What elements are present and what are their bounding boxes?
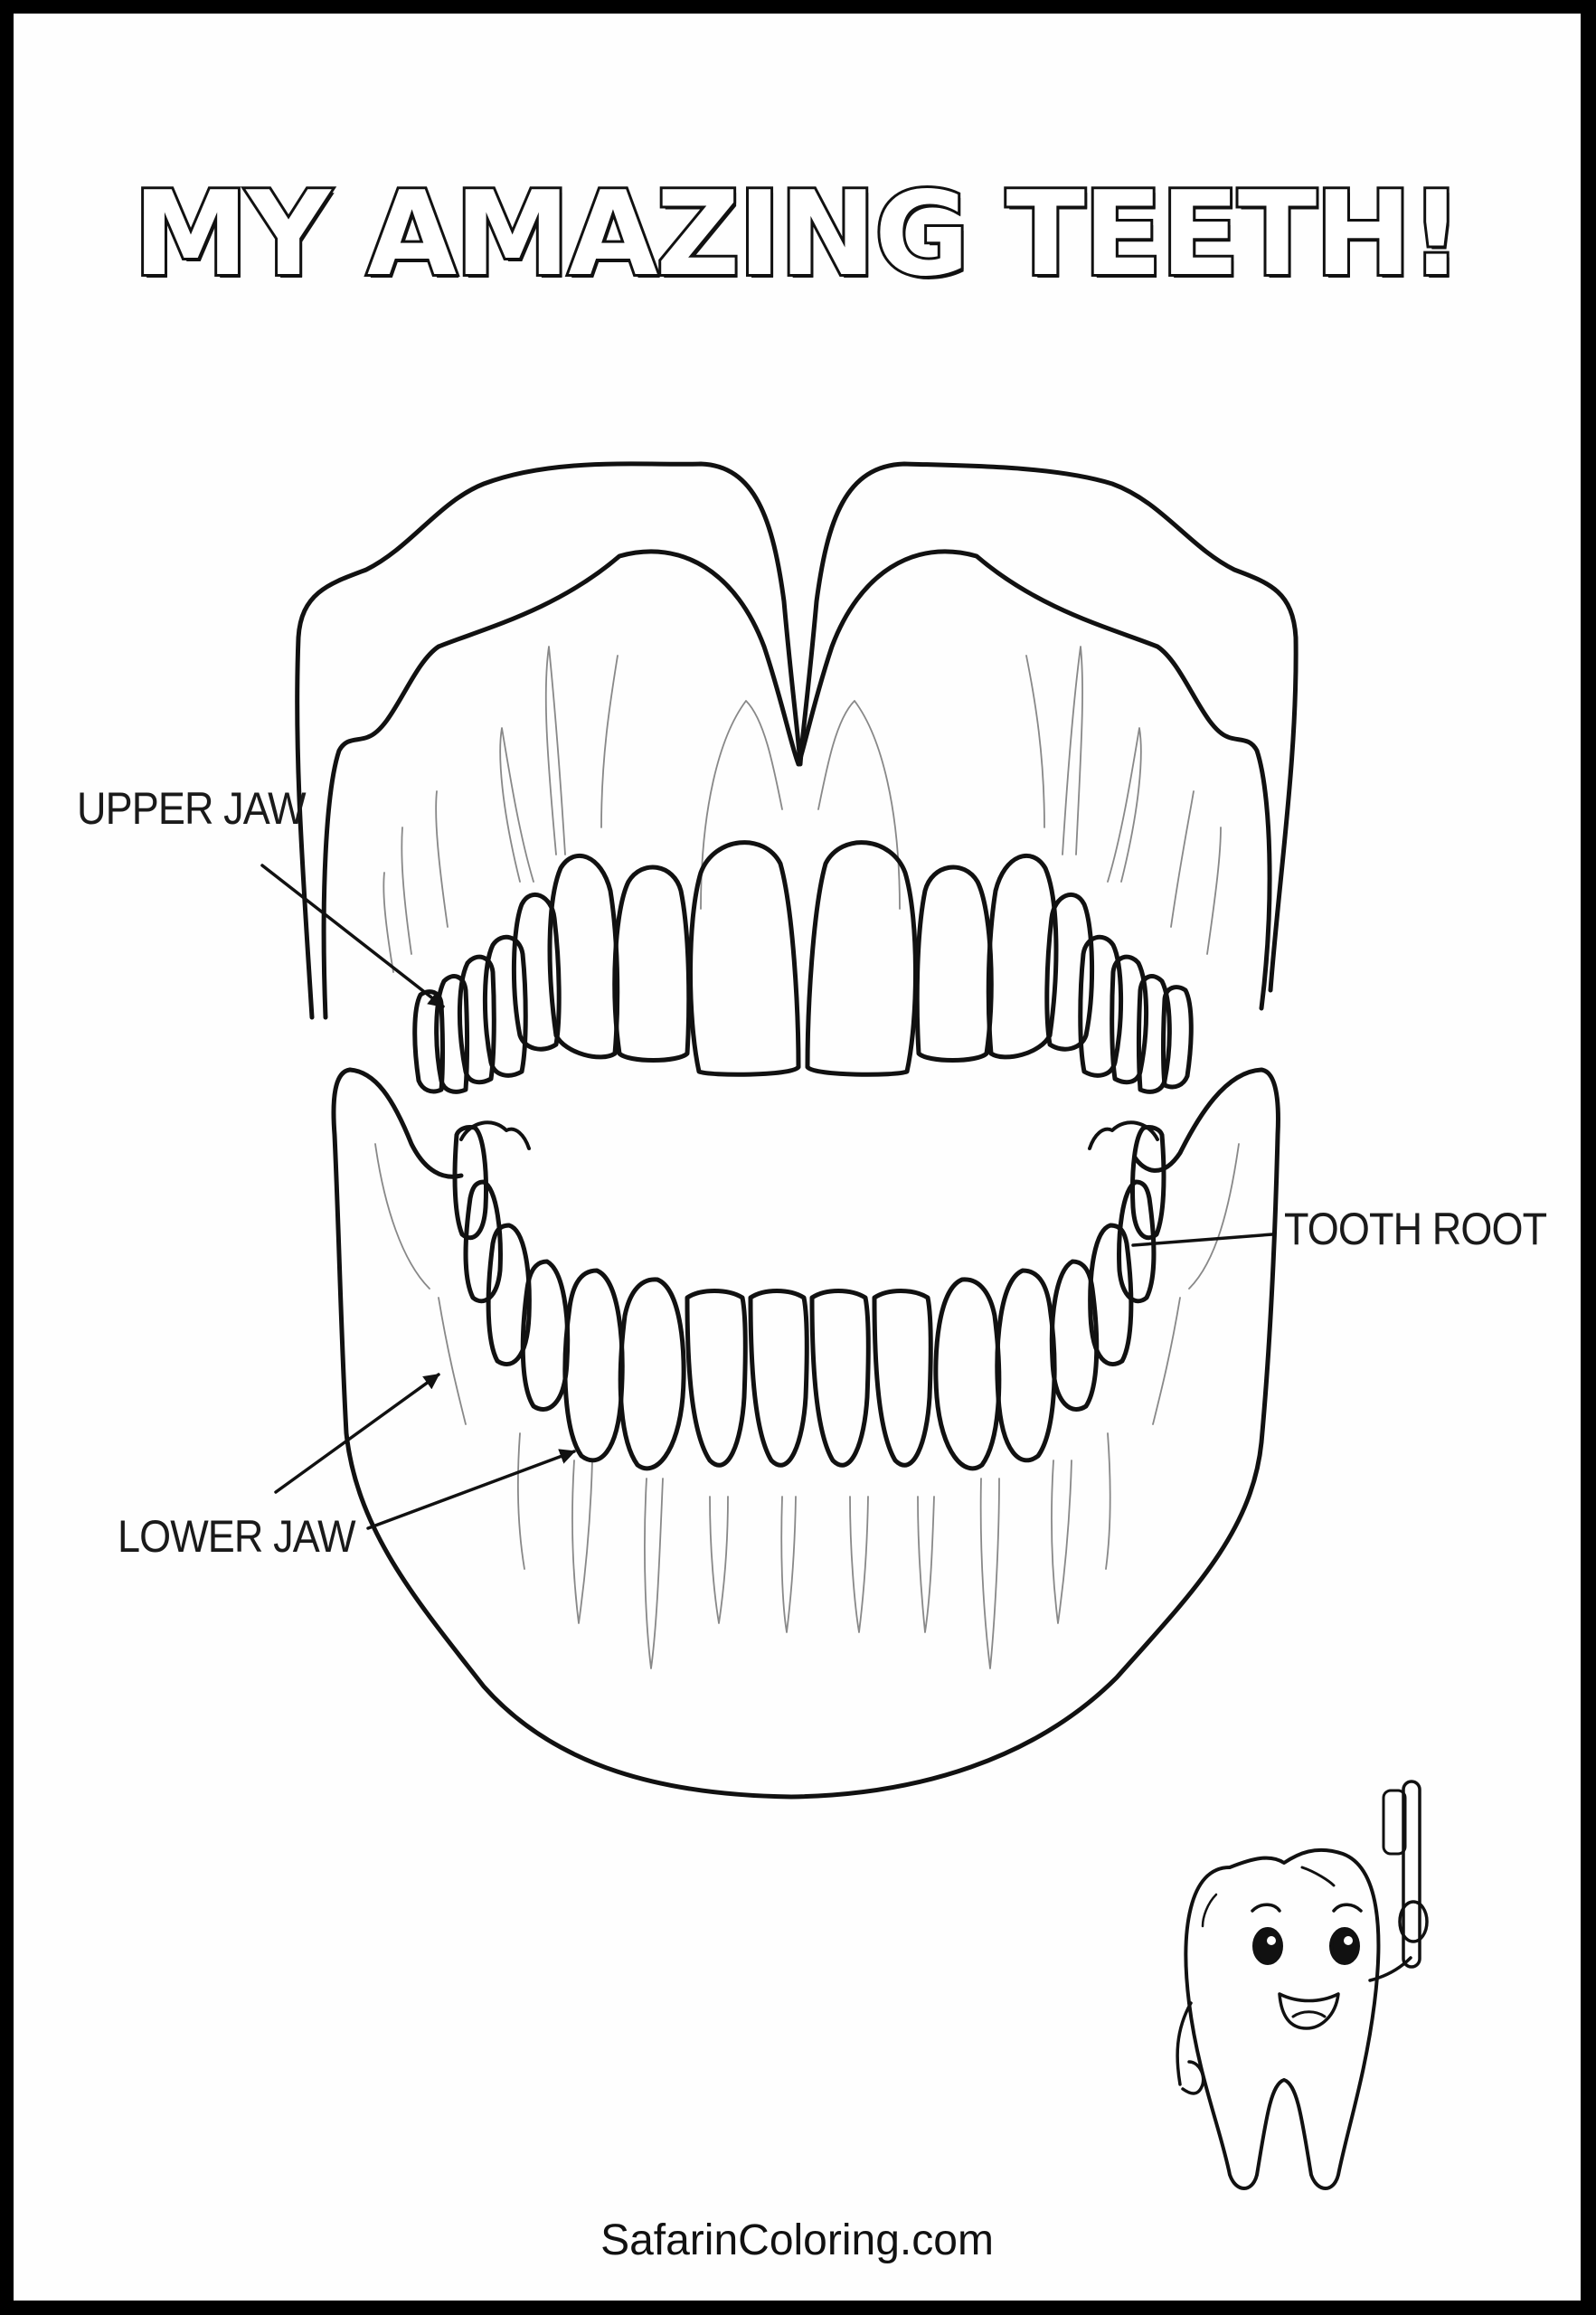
- lower-jaw-arrow-1: [274, 1373, 440, 1494]
- page-title: MY AMAZING TEETH!: [130, 165, 1465, 305]
- tooth-mascot-icon: [1176, 1780, 1429, 2190]
- lower-jaw-outline: [331, 1067, 1280, 1800]
- toothbrush-icon: [1402, 1780, 1421, 1969]
- lower-teeth: [452, 1120, 1166, 1471]
- upper-jaw-arrow: [260, 864, 445, 1008]
- lower-jaw-arrow-2: [366, 1449, 576, 1530]
- label-upper-jaw: UPPER JAW: [77, 783, 307, 834]
- label-pointers: [260, 864, 1274, 1530]
- footer-website: SafarinColoring.com: [600, 2216, 994, 2264]
- label-tooth-root: TOOTH ROOT: [1284, 1204, 1547, 1254]
- jaw-diagram: [260, 461, 1429, 2190]
- coloring-page: MY AMAZING TEETH!: [14, 14, 1581, 2301]
- tooth-root-pointer: [1131, 1233, 1274, 1247]
- upper-teeth: [412, 840, 1194, 1094]
- label-lower-jaw: LOWER JAW: [118, 1511, 356, 1562]
- upper-jaw-outline: [295, 461, 1299, 1020]
- upper-root-lines: [382, 646, 1222, 973]
- lower-root-lines: [374, 1143, 1240, 1669]
